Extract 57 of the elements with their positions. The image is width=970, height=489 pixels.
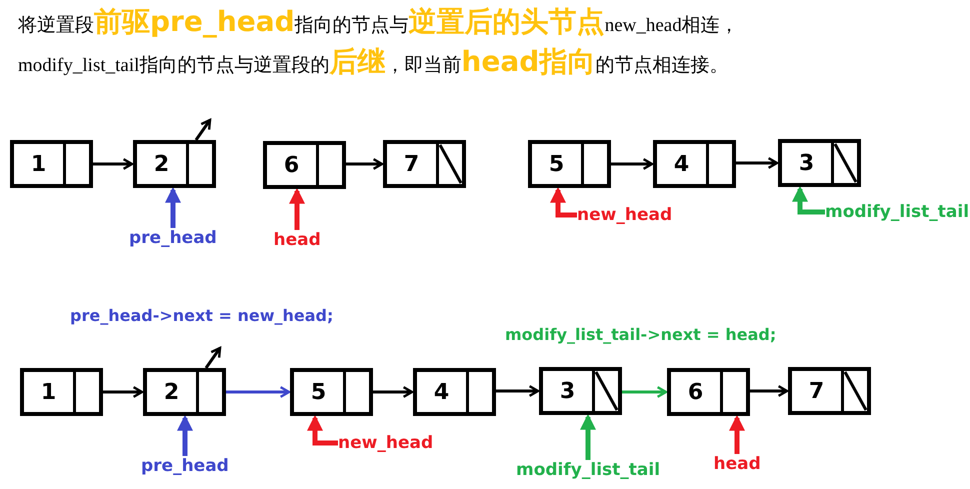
list-node-box: [653, 140, 736, 188]
node-value: 1: [30, 152, 48, 177]
pointer-label: pre_head: [129, 228, 217, 248]
pointer-label: modify_list_tail: [825, 202, 970, 222]
list-node-box: [133, 140, 216, 188]
arrow: [611, 158, 654, 170]
list-node-box: [143, 368, 226, 416]
title: 将逆置段前驱pre_head指向的节点与逆置后的头节点new_head相连，modify_list_tail指向的节点与逆置段的后继，即当前head指向的节点相连接。: [18, 4, 740, 80]
pointer-arrow: [177, 414, 193, 456]
arrow: [204, 346, 222, 369]
node-value: 5: [310, 380, 328, 405]
arrow: [226, 386, 290, 398]
list-node-box: [263, 141, 346, 189]
pointer-arrow: [580, 414, 596, 460]
arrow: [346, 158, 384, 170]
list-node-box: [788, 367, 871, 415]
node-value: 7: [808, 379, 826, 404]
pointer-arrow: [165, 186, 181, 228]
list-node-box: [290, 368, 373, 416]
pointer-arrow: [289, 188, 305, 230]
code-statement: pre_head->next = new_head;: [70, 306, 334, 325]
list-node-box: [667, 368, 750, 416]
node-value: 1: [40, 380, 58, 405]
pointer-arrow: [729, 414, 745, 454]
arrow: [93, 158, 134, 170]
node-value: 6: [686, 380, 704, 405]
pointer-arrow: [550, 186, 577, 218]
list-node-box: [778, 139, 861, 187]
node-value: 2: [152, 152, 170, 177]
arrow: [194, 118, 212, 141]
pointer-arrow: [792, 186, 825, 214]
node-value: 6: [282, 153, 300, 178]
pointer-arrow: [307, 414, 338, 446]
list-node-box: [20, 368, 103, 416]
pointer-label: new_head: [338, 433, 434, 453]
arrow: [622, 386, 668, 398]
arrow: [103, 386, 144, 398]
code-statement: modify_list_tail->next = head;: [505, 325, 776, 344]
arrow: [750, 385, 788, 397]
arrow: [373, 386, 414, 398]
node-value: 4: [432, 380, 450, 405]
node-value: 3: [798, 151, 816, 176]
node-value: 4: [672, 152, 690, 177]
list-node-box: [528, 140, 611, 188]
node-value: 7: [402, 152, 420, 177]
arrow: [736, 157, 778, 169]
node-value: 3: [558, 379, 576, 404]
node-value: 2: [162, 380, 180, 405]
pointer-label: modify_list_tail: [516, 460, 660, 480]
list-node-box: [383, 140, 466, 188]
pointer-label: pre_head: [141, 456, 229, 476]
node-value: 5: [548, 152, 566, 177]
arrow: [496, 385, 540, 397]
pointer-label: new_head: [577, 205, 672, 225]
list-node-box: [413, 368, 496, 416]
list-node-box: [10, 140, 93, 188]
list-node-box: [539, 367, 622, 415]
